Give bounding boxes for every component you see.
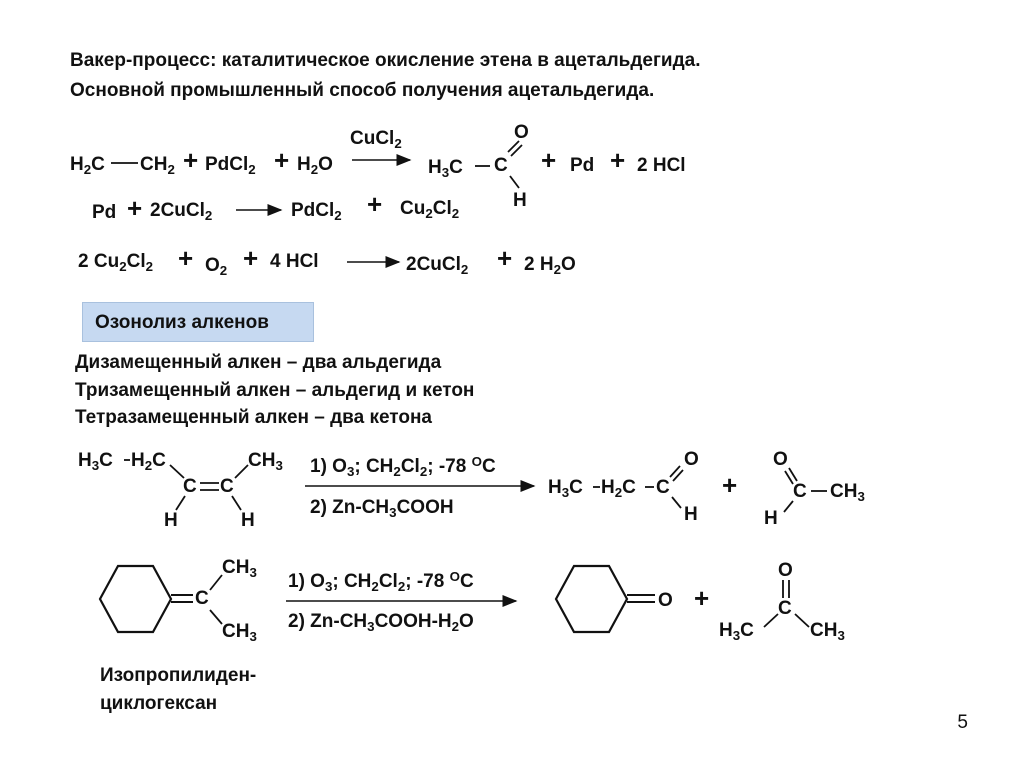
- formula-4hcl: 4 HCl: [270, 251, 319, 272]
- atom-carbon: C: [656, 477, 670, 498]
- plus-sign: +: [243, 243, 259, 273]
- formula-h2c: H2C: [601, 477, 636, 500]
- section-label-box: Озонолиз алкенов: [82, 302, 314, 342]
- atom-carbon: C: [195, 588, 209, 609]
- bond-c-h-right: [231, 495, 242, 511]
- bond-p2-c-h: [783, 500, 794, 513]
- formula-ch3: CH3: [222, 557, 257, 580]
- title-line-1: Вакер-процесс: каталитическое окисление …: [70, 50, 701, 71]
- compound-name-line-2: циклогексан: [100, 693, 218, 714]
- plus-sign: +: [178, 243, 194, 273]
- bond-p2-c-o-a: [788, 467, 798, 482]
- formula-ch2: CH2: [140, 154, 175, 177]
- bond-p1-c-o-b: [672, 469, 684, 482]
- bond-c-o-a: [507, 140, 520, 153]
- plus-sign: +: [497, 243, 513, 273]
- formula-pd: Pd: [570, 155, 595, 176]
- cyclohexane-ring-product: [554, 564, 629, 634]
- formula-ch3: CH3: [222, 621, 257, 644]
- plus-sign: +: [183, 145, 199, 175]
- atom-carbon: C: [494, 155, 508, 176]
- atom-hydrogen: H: [764, 508, 778, 529]
- compound-name-line-1: Изопропилиден-: [100, 665, 257, 686]
- formula-pdcl2: PdCl2: [291, 200, 342, 223]
- atom-hydrogen: H: [241, 510, 255, 531]
- rule-line-1: Дизамещенный алкен – два альдегида: [75, 352, 442, 373]
- formula-2h2o: 2 H2O: [524, 254, 576, 277]
- section-label: Озонолиз алкенов: [95, 312, 269, 333]
- formula-pd: Pd: [92, 202, 117, 223]
- plus-sign: +: [274, 145, 290, 175]
- plus-sign: +: [127, 193, 143, 223]
- conditions-step-1: 1) O3; CH2Cl2; -78 OC: [310, 454, 496, 479]
- bond-c-o-b: [510, 144, 523, 157]
- plus-sign: +: [722, 470, 738, 500]
- atom-oxygen: O: [514, 122, 529, 143]
- formula-cu2cl2: Cu2Cl2: [400, 198, 460, 221]
- atom-carbon: C: [220, 476, 234, 497]
- formula-2cucl2: 2CuCl2: [150, 200, 213, 223]
- bond-p2-c-o-b: [784, 470, 794, 485]
- conditions-step-2: 2) Zn-CH3COOH: [310, 497, 454, 520]
- formula-ch3: CH3: [810, 620, 845, 643]
- atom-oxygen: O: [778, 560, 793, 581]
- atom-oxygen: O: [773, 449, 788, 470]
- bond-c-h: [509, 175, 520, 189]
- formula-h3c-ch2: H3C: [78, 450, 113, 473]
- plus-sign: +: [694, 583, 710, 613]
- bond-c-h-left: [175, 495, 186, 511]
- formula-2cucl2: 2CuCl2: [406, 254, 469, 277]
- page-number: 5: [957, 712, 968, 733]
- atom-hydrogen: H: [684, 504, 698, 525]
- atom-carbon: C: [778, 598, 792, 619]
- bond-p1-c-o-a: [669, 465, 681, 478]
- bond-acetone-c-h3c: [763, 613, 779, 628]
- bond-c-ch3-top: [209, 574, 223, 591]
- bond-acetone-c-ch3: [794, 613, 810, 628]
- atom-oxygen: O: [684, 449, 699, 470]
- formula-2cu2cl2: 2 Cu2Cl2: [78, 251, 153, 274]
- plus-sign: +: [367, 189, 383, 219]
- bond-p1-c-h: [671, 496, 682, 509]
- atom-carbon: C: [793, 481, 807, 502]
- atom-carbon: C: [183, 476, 197, 497]
- formula-ch3: CH3: [248, 450, 283, 473]
- catalyst-cucl2: CuCl2: [350, 128, 402, 151]
- formula-2hcl: 2 HCl: [637, 155, 686, 176]
- formula-h2c: H2C: [70, 154, 105, 177]
- bond-c-ch3-bottom: [209, 609, 223, 625]
- title-line-2: Основной промышленный способ получения а…: [70, 80, 655, 101]
- formula-ch3: CH3: [830, 481, 865, 504]
- atom-hydrogen: H: [513, 190, 527, 211]
- formula-h3c: H3C: [719, 620, 754, 643]
- atom-hydrogen: H: [164, 510, 178, 531]
- rule-line-3: Тетразамещенный алкен – два кетона: [75, 407, 432, 428]
- formula-h3c: H3C: [548, 477, 583, 500]
- formula-h3c: H3C: [428, 157, 463, 180]
- plus-sign: +: [610, 145, 626, 175]
- atom-oxygen: O: [658, 590, 673, 611]
- formula-o2: O2: [205, 255, 228, 278]
- formula-h2c: H2C: [131, 450, 166, 473]
- cyclohexane-ring-reactant: [98, 564, 173, 634]
- formula-h2o: H2O: [297, 154, 333, 177]
- formula-pdcl2: PdCl2: [205, 154, 256, 177]
- conditions-step-2: 2) Zn-CH3COOH-H2O: [288, 611, 474, 634]
- plus-sign: +: [541, 145, 557, 175]
- rule-line-2: Тризамещенный алкен – альдегид и кетон: [75, 380, 475, 401]
- bond-ch2-c-left: [169, 464, 185, 479]
- bond-c-ch3-right: [234, 464, 249, 479]
- conditions-step-1: 1) O3; CH2Cl2; -78 OC: [288, 569, 474, 594]
